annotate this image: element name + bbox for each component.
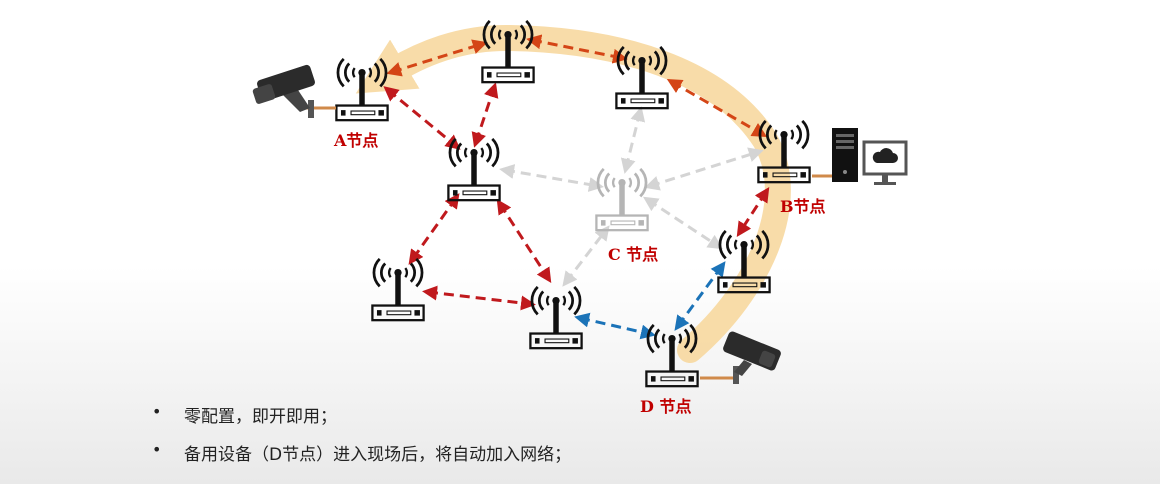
router-c: [595, 168, 649, 232]
surveillance-camera-icon: [252, 64, 336, 118]
node-a-label: A节点: [333, 131, 378, 150]
bullet-icon: •: [152, 440, 162, 459]
router-left-bottom: [370, 258, 426, 322]
highlight-path: [355, 24, 791, 363]
red-links: [383, 82, 770, 311]
node-b-label: B节点: [780, 197, 826, 216]
list-item-text: 备用设备（D节点）进入现场后，将自动加入网络；: [184, 445, 572, 465]
computer-tower-icon: [812, 128, 858, 182]
gray-links: [499, 106, 764, 287]
bullet-icon: •: [152, 402, 162, 421]
surveillance-camera-icon: [700, 331, 781, 384]
router-a: [334, 58, 390, 122]
node-c-label: C 节点: [608, 245, 658, 264]
node-d-label: D 节点: [640, 397, 691, 416]
list-item-text: 零配置，即开即用；: [184, 407, 337, 427]
router-center-left: [446, 138, 502, 202]
blue-links: [574, 261, 726, 340]
router-center-bottom: [529, 286, 583, 350]
cloud-monitor-icon: [862, 140, 908, 185]
orange-links: [386, 34, 768, 138]
